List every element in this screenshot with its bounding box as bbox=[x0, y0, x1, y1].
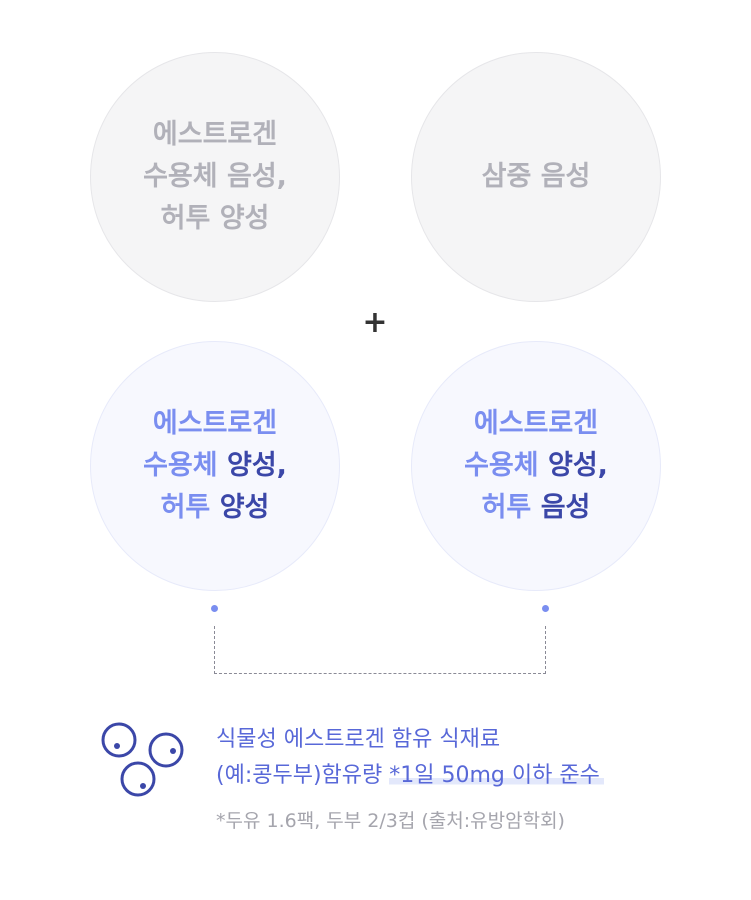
info-title: 식물성 에스트로겐 함유 식재료 bbox=[216, 727, 501, 752]
circle-er-positive-her2-negative: 에스트로겐 수용체 양성, 허투 음성 bbox=[411, 341, 661, 591]
highlighted-limit: *1일 50mg 이하 준수 bbox=[389, 763, 604, 788]
circle-er-positive-her2-positive: 에스트로겐 수용체 양성, 허투 양성 bbox=[90, 341, 340, 591]
circle-triple-negative: 삼중 음성 bbox=[411, 52, 661, 302]
circle-er-negative-her2-positive: 에스트로겐 수용체 음성, 허투 양성 bbox=[90, 52, 340, 302]
circle-label: 에스트로겐 수용체 양성, 허투 음성 bbox=[464, 408, 608, 523]
info-subtitle: (예:콩두부)함유량 *1일 50mg 이하 준수 bbox=[216, 758, 736, 794]
info-note: *두유 1.6팩, 두부 2/3컵 (출처:유방암학회) bbox=[216, 810, 565, 832]
circle-label: 에스트로겐 수용체 양성, 허투 양성 bbox=[143, 408, 287, 523]
circle-label: 삼중 음성 bbox=[481, 161, 591, 192]
connector-dot-right bbox=[542, 605, 549, 612]
info-block: 식물성 에스트로겐 함유 식재료 (예:콩두부)함유량 *1일 50mg 이하 … bbox=[216, 722, 736, 836]
plus-sign: + bbox=[362, 305, 388, 340]
circle-label: 에스트로겐 수용체 음성, 허투 양성 bbox=[143, 119, 287, 234]
dashed-connector bbox=[214, 626, 546, 674]
connector-dot-left bbox=[211, 605, 218, 612]
soybeans-icon bbox=[101, 722, 184, 797]
